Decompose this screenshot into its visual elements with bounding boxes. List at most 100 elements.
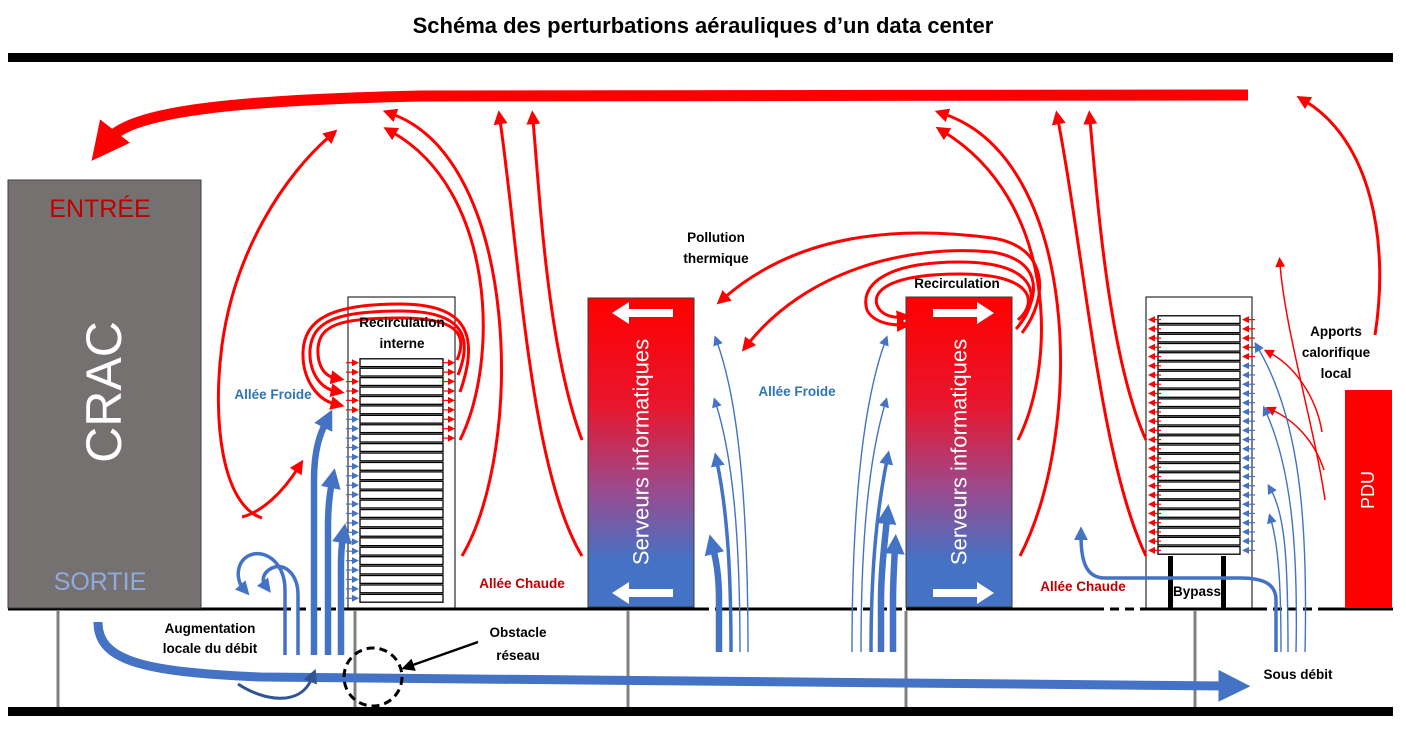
hot-air-intake-arrowhead xyxy=(1148,334,1155,342)
cold-air-flow-arrow xyxy=(876,504,897,652)
rack-leg xyxy=(1221,556,1226,608)
internal-recirculation-arrow xyxy=(301,302,471,410)
rack-unit xyxy=(359,433,444,443)
hot-air-exhaust-arrowhead xyxy=(1242,316,1249,324)
rack-unit xyxy=(359,546,444,556)
cold-air-loop-arrow xyxy=(234,551,287,655)
ceiling-slab xyxy=(8,53,1393,62)
hot-air-exhaust-arrowhead xyxy=(448,387,455,395)
hot-air-flow-arrow xyxy=(1051,110,1148,557)
rack-unit xyxy=(359,442,444,453)
hot-air-intake-arrowhead xyxy=(352,406,359,414)
hot-air-intake-arrowhead xyxy=(1148,537,1155,545)
cold-air-intake-arrowhead xyxy=(352,500,359,508)
crac-outlet-label: SORTIE xyxy=(54,568,147,596)
raised-floor-supports xyxy=(56,611,1197,707)
pdu-unit: PDU xyxy=(1345,390,1392,608)
cold-air-intake-arrowhead xyxy=(352,509,359,517)
rack-unit xyxy=(359,490,444,500)
rack-unit xyxy=(1157,398,1241,408)
cold-air-flow-arrow xyxy=(1267,483,1289,653)
rack-unit xyxy=(359,574,444,585)
rack-unit xyxy=(359,499,444,509)
hot-air-intake-arrowhead xyxy=(1148,371,1155,379)
cold-air-loop-arrow xyxy=(256,564,300,655)
plenum-supply-arrow xyxy=(93,621,1251,702)
cold-aisle-label: Allée Froide xyxy=(234,387,312,402)
cold-air-intake-arrowhead xyxy=(1242,362,1249,370)
hot-air-intake-arrowhead xyxy=(1148,353,1155,361)
airflow-direction-arrow-right xyxy=(933,302,994,324)
hot-air-exhaust-arrowhead xyxy=(448,434,455,442)
airflow-direction-arrow-right xyxy=(933,582,994,604)
server-block-label: Serveurs informatiques xyxy=(629,339,654,565)
rack-unit xyxy=(359,414,444,424)
hot-air-intake-arrowhead xyxy=(1148,445,1155,453)
cold-air-intake-arrowhead xyxy=(352,462,359,470)
hot-air-intake-arrowhead xyxy=(352,396,359,404)
pdu-heat-arrow xyxy=(1296,95,1382,336)
rack-unit xyxy=(359,584,444,594)
cold-air-flow-arrow xyxy=(310,409,333,655)
airflow-direction-arrow-left xyxy=(612,302,673,324)
rack-unit xyxy=(1157,352,1241,362)
hot-air-flow-arrow xyxy=(382,108,503,557)
rack-unit xyxy=(1157,499,1241,509)
network-obstacle-marker xyxy=(342,646,404,708)
hot-air-exhaust-arrowhead xyxy=(1242,325,1249,333)
cold-air-intake-arrowhead xyxy=(352,519,359,527)
rack-unit xyxy=(359,556,444,566)
hot-air-exhaust-arrowhead xyxy=(1242,353,1249,361)
hot-air-exhaust-arrowhead xyxy=(448,415,455,423)
cold-air-intake-arrowhead xyxy=(1242,371,1249,379)
cold-air-intake-arrowhead xyxy=(352,547,359,555)
cold-air-intake-arrowhead xyxy=(352,453,359,461)
rack-unit xyxy=(1157,315,1241,325)
rack-recirculation-label: Recirculation xyxy=(359,315,445,330)
hot-air-intake-arrowhead xyxy=(1148,509,1155,517)
cold-air-intake-arrowhead xyxy=(352,575,359,583)
hot-air-intake-arrowhead xyxy=(352,359,359,367)
rack-unit xyxy=(359,480,444,490)
hot-air-flow-arrow xyxy=(935,126,1043,441)
rack-unit xyxy=(359,537,444,547)
cold-air-intake-arrowhead xyxy=(352,491,359,499)
rack-server-units xyxy=(346,358,455,603)
hot-air-intake-arrowhead xyxy=(1148,436,1155,444)
hot-air-intake-arrowhead xyxy=(1148,519,1155,527)
cold-air-flow-arrow xyxy=(869,450,894,653)
rack-unit xyxy=(1157,462,1241,472)
cold-air-intake-arrowhead xyxy=(352,538,359,546)
subfloor-slab xyxy=(8,707,1393,716)
hot-air-flow-arrow xyxy=(241,459,304,519)
server-block-label: Serveurs informatiques xyxy=(947,339,972,565)
cold-air-flow-arrow xyxy=(1267,513,1282,653)
rack-unit xyxy=(1157,490,1241,500)
rack-unit xyxy=(359,424,444,434)
cold-air-intake-arrowhead xyxy=(1242,528,1249,536)
rack-unit xyxy=(1157,435,1241,445)
local-flow-increase-label: Augmentation xyxy=(165,621,256,636)
rack-unit xyxy=(1157,333,1241,343)
cold-air-intake-arrowhead xyxy=(1242,417,1249,425)
hot-air-exhaust-arrowhead xyxy=(1242,343,1249,351)
hot-air-intake-arrowhead xyxy=(1148,408,1155,416)
rack-unit xyxy=(1157,324,1241,334)
recirculation-arrow xyxy=(874,272,1030,325)
cold-air-flow-arrow xyxy=(704,534,725,652)
local-heat-arrow xyxy=(1263,349,1323,433)
cold-air-intake-arrowhead xyxy=(352,585,359,593)
crac-name-label: CRAC xyxy=(76,321,132,463)
rack-unit xyxy=(1157,508,1241,518)
cold-air-intake-arrowhead xyxy=(1242,500,1249,508)
bypass-air-arrow xyxy=(1074,526,1278,652)
thermal-pollution-label: Pollution xyxy=(687,230,745,245)
cold-air-intake-arrowhead xyxy=(1242,436,1249,444)
hot-air-exhaust-arrowhead xyxy=(448,368,455,376)
cold-air-intake-arrowhead xyxy=(352,415,359,423)
hot-air-intake-arrowhead xyxy=(1148,399,1155,407)
server-block-left: Serveurs informatiques xyxy=(587,297,695,608)
hot-air-intake-arrowhead xyxy=(352,368,359,376)
crac-unit: ENTRÉE CRAC SORTIE xyxy=(7,179,202,609)
airflow-direction-arrow-left xyxy=(612,582,673,604)
